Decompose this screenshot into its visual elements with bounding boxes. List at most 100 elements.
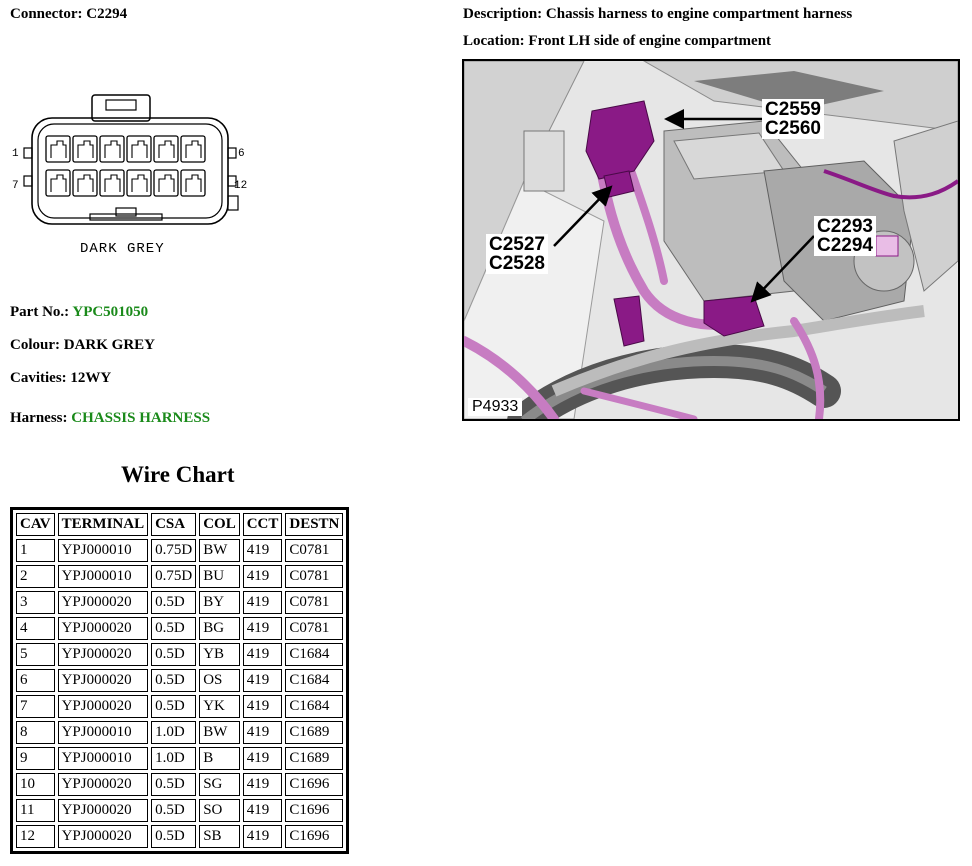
cell-col: BW bbox=[199, 721, 240, 744]
cell-csa: 0.5D bbox=[151, 773, 197, 796]
column-header-csa: CSA bbox=[151, 513, 197, 536]
description-label: Description: bbox=[463, 6, 543, 22]
cell-terminal: YPJ000020 bbox=[57, 617, 149, 640]
cell-terminal: YPJ000020 bbox=[57, 643, 149, 666]
cavities-value: 12WY bbox=[70, 370, 112, 386]
table-row: 1 YPJ000010 0.75D BW 419 C0781 bbox=[16, 539, 344, 562]
cell-destn: C1684 bbox=[285, 643, 344, 666]
callout-leader-lines bbox=[553, 109, 815, 303]
table-row: 12 YPJ000020 0.5D SB 419 C1696 bbox=[16, 825, 344, 848]
cell-terminal: YPJ000020 bbox=[57, 591, 149, 614]
cell-csa: 0.75D bbox=[151, 565, 197, 588]
location-line: Location: Front LH side of engine compar… bbox=[463, 33, 771, 50]
cell-cct: 419 bbox=[242, 773, 283, 796]
cell-cct: 419 bbox=[242, 747, 283, 770]
cell-terminal: YPJ000010 bbox=[57, 747, 149, 770]
cell-cct: 419 bbox=[242, 643, 283, 666]
cell-destn: C0781 bbox=[285, 539, 344, 562]
colour-label: Colour: bbox=[10, 337, 60, 353]
cell-destn: C0781 bbox=[285, 617, 344, 640]
description-value: Chassis harness to engine compartment ha… bbox=[545, 6, 853, 22]
callout-line: C2559 bbox=[765, 99, 821, 120]
cell-col: BW bbox=[199, 539, 240, 562]
cell-terminal: YPJ000020 bbox=[57, 669, 149, 692]
cell-cav: 9 bbox=[16, 747, 55, 770]
connector-line: Connector: C2294 bbox=[10, 6, 127, 23]
cell-cav: 4 bbox=[16, 617, 55, 640]
cell-cct: 419 bbox=[242, 799, 283, 822]
cell-csa: 0.75D bbox=[151, 539, 197, 562]
cell-cct: 419 bbox=[242, 669, 283, 692]
cell-col: B bbox=[199, 747, 240, 770]
cell-terminal: YPJ000010 bbox=[57, 721, 149, 744]
cell-csa: 1.0D bbox=[151, 721, 197, 744]
table-row: 7 YPJ000020 0.5D YK 419 C1684 bbox=[16, 695, 344, 718]
cell-csa: 0.5D bbox=[151, 643, 197, 666]
cell-cct: 419 bbox=[242, 617, 283, 640]
callout-c2293-c2294: C2293 C2294 bbox=[814, 216, 876, 256]
cell-cct: 419 bbox=[242, 565, 283, 588]
part-no-link[interactable]: YPC501050 bbox=[72, 304, 149, 320]
cell-cav: 1 bbox=[16, 539, 55, 562]
callout-c2559-c2560: C2559 C2560 bbox=[762, 99, 824, 139]
cell-cav: 10 bbox=[16, 773, 55, 796]
pin-label-1: 1 bbox=[12, 148, 19, 160]
cell-cct: 419 bbox=[242, 539, 283, 562]
cell-cct: 419 bbox=[242, 825, 283, 848]
pin-label-12: 12 bbox=[234, 180, 248, 192]
cell-cav: 6 bbox=[16, 669, 55, 692]
cell-destn: C1696 bbox=[285, 773, 344, 796]
callout-line: C2527 bbox=[489, 234, 545, 255]
cell-cav: 11 bbox=[16, 799, 55, 822]
cell-col: YB bbox=[199, 643, 240, 666]
table-row: 6 YPJ000020 0.5D OS 419 C1684 bbox=[16, 669, 344, 692]
cell-cav: 7 bbox=[16, 695, 55, 718]
callout-line: C2293 bbox=[817, 216, 873, 237]
column-header-cav: CAV bbox=[16, 513, 55, 536]
cell-col: SG bbox=[199, 773, 240, 796]
cell-cct: 419 bbox=[242, 695, 283, 718]
cell-cct: 419 bbox=[242, 721, 283, 744]
table-row: 3 YPJ000020 0.5D BY 419 C0781 bbox=[16, 591, 344, 614]
column-header-cct: CCT bbox=[242, 513, 283, 536]
cell-cav: 12 bbox=[16, 825, 55, 848]
cell-destn: C0781 bbox=[285, 565, 344, 588]
cell-col: SO bbox=[199, 799, 240, 822]
cell-col: BY bbox=[199, 591, 240, 614]
cell-terminal: YPJ000020 bbox=[57, 773, 149, 796]
diagram-caption: DARK GREY bbox=[80, 241, 165, 257]
connector-face-drawing bbox=[23, 94, 239, 225]
table-row: 2 YPJ000010 0.75D BU 419 C0781 bbox=[16, 565, 344, 588]
cell-destn: C0781 bbox=[285, 591, 344, 614]
table-row: 9 YPJ000010 1.0D B 419 C1689 bbox=[16, 747, 344, 770]
cell-csa: 0.5D bbox=[151, 799, 197, 822]
harness-link[interactable]: CHASSIS HARNESS bbox=[71, 410, 211, 426]
column-header-destn: DESTN bbox=[285, 513, 344, 536]
cell-destn: C1689 bbox=[285, 747, 344, 770]
cell-destn: C1696 bbox=[285, 799, 344, 822]
cell-col: YK bbox=[199, 695, 240, 718]
cell-destn: C1684 bbox=[285, 669, 344, 692]
colour-value: DARK GREY bbox=[63, 337, 156, 353]
callout-line: C2560 bbox=[765, 118, 821, 139]
wire-chart-title: Wire Chart bbox=[121, 462, 235, 487]
cell-csa: 0.5D bbox=[151, 825, 197, 848]
cell-col: BG bbox=[199, 617, 240, 640]
callout-line: C2528 bbox=[489, 253, 545, 274]
column-header-col: COL bbox=[199, 513, 240, 536]
photo-reference: P4933 bbox=[468, 398, 523, 416]
cell-terminal: YPJ000010 bbox=[57, 539, 149, 562]
table-row: 8 YPJ000010 1.0D BW 419 C1689 bbox=[16, 721, 344, 744]
part-no-line: Part No.: YPC501050 bbox=[10, 304, 148, 321]
cell-destn: C1689 bbox=[285, 721, 344, 744]
cell-terminal: YPJ000020 bbox=[57, 799, 149, 822]
location-label: Location: bbox=[463, 33, 525, 49]
cell-terminal: YPJ000020 bbox=[57, 825, 149, 848]
harness-line: Harness: CHASSIS HARNESS bbox=[10, 410, 210, 427]
cell-csa: 0.5D bbox=[151, 695, 197, 718]
location-photo: C2559 C2560 C2527 C2528 C2293 C2294 P493… bbox=[462, 59, 960, 421]
cell-cav: 8 bbox=[16, 721, 55, 744]
location-value: Front LH side of engine compartment bbox=[528, 33, 772, 49]
cell-destn: C1684 bbox=[285, 695, 344, 718]
cell-col: BU bbox=[199, 565, 240, 588]
